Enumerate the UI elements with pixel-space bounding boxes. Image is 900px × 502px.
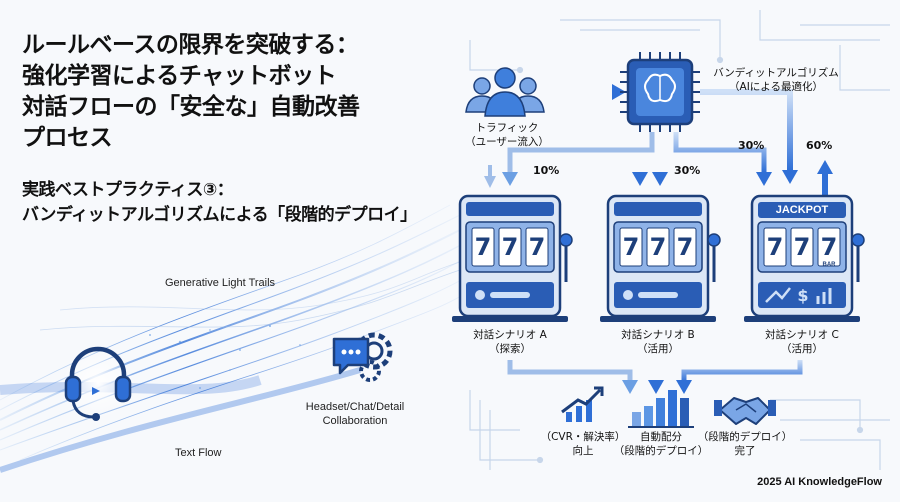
- outcome-left-line-2: 向上: [572, 445, 594, 457]
- outcome-left-line-1: （CVR・解決率）: [540, 431, 626, 443]
- scenario-b-reels: 7 7 7: [620, 228, 696, 266]
- headset-icon: [62, 346, 134, 421]
- scenario-b-name: 対話シナリオ B: [621, 329, 695, 341]
- scenario-c-role: （活用）: [781, 343, 823, 355]
- bandit-label-line-1: バンディットアルゴリズム: [713, 67, 839, 79]
- percent-c: 30%: [738, 139, 765, 152]
- outcome-left-label: （CVR・解決率） 向上: [528, 430, 638, 458]
- outcome-right-line-2: 完了: [734, 445, 756, 457]
- dollar-icon: $: [797, 286, 809, 305]
- reel: 7: [649, 233, 667, 261]
- outcome-center-line-1: 自動配分: [640, 431, 682, 443]
- light-trails-label: Generative Light Trails: [165, 277, 276, 289]
- page-subtitle: 実践ベストプラクティス③： バンディットアルゴリズムによる「段階的デプロイ」: [22, 178, 482, 228]
- traffic-label: トラフィック （ユーザー流入）: [462, 121, 552, 149]
- bar-chart-icon: [628, 390, 694, 428]
- scenario-b-role: （活用）: [637, 343, 679, 355]
- chat-gear-icon: [332, 332, 393, 382]
- scenario-c-name: 対話シナリオ C: [765, 329, 839, 341]
- bandit-label: バンディットアルゴリズム （AIによる最適化）: [706, 66, 846, 94]
- traffic-label-line-1: トラフィック: [475, 122, 539, 134]
- bandit-label-line-2: （AIによる最適化）: [729, 81, 823, 93]
- percent-b: 30%: [674, 164, 701, 177]
- outcome-center-label: 自動配分 （段階的デプロイ）: [606, 430, 716, 458]
- collab-label-line-1: Headset/Chat/Detail: [305, 401, 405, 413]
- outcome-right-line-1: （段階的デプロイ）: [697, 431, 793, 443]
- scenario-a-role: （探索）: [489, 343, 531, 355]
- scenario-c-label: 対話シナリオ C （活用）: [742, 328, 862, 356]
- outcome-center-line-2: （段階的デプロイ）: [613, 445, 709, 457]
- growth-chart-icon: [561, 386, 604, 422]
- title-line-3: 対話フローの「安全な」自動改善: [22, 94, 360, 120]
- slot-machine-b: [600, 194, 721, 322]
- handshake-icon: [714, 397, 776, 425]
- circuit-lines: [469, 10, 890, 470]
- ai-chip-icon: [620, 52, 700, 132]
- reel: 7: [766, 233, 784, 261]
- slot-machine-a: [452, 194, 573, 322]
- collab-label: Headset/Chat/Detail Collaboration: [300, 400, 410, 428]
- reel: 7: [501, 233, 519, 261]
- jackpot-banner: JACKPOT: [775, 204, 829, 216]
- bandit-flow-diagram: [452, 52, 865, 428]
- traffic-label-line-2: （ユーザー流入）: [465, 136, 549, 148]
- subtitle-line-1: 実践ベストプラクティス③：: [22, 180, 234, 200]
- title-line-2: 強化学習によるチャットボット: [22, 63, 337, 89]
- scenario-a-reels: 7 7 7: [472, 228, 548, 266]
- outcome-right-label: （段階的デプロイ） 完了: [690, 430, 800, 458]
- users-icon: [465, 67, 545, 117]
- percent-feedback: 60%: [806, 139, 833, 152]
- page-title: ルールベースの限界を突破する： 強化学習によるチャットボット 対話フローの「安全…: [22, 30, 462, 154]
- reel: 7: [528, 233, 546, 261]
- collab-label-line-2: Collaboration: [322, 415, 388, 427]
- bar-label: BAR: [822, 262, 836, 268]
- reel: 7: [793, 233, 811, 261]
- scenario-c-reels: 7 7 7: [764, 228, 840, 266]
- reel: 7: [820, 233, 838, 261]
- scenario-b-label: 対話シナリオ B （活用）: [598, 328, 718, 356]
- title-line-4: プロセス: [22, 125, 113, 151]
- scenario-a-name: 対話シナリオ A: [473, 329, 547, 341]
- reel: 7: [474, 233, 492, 261]
- percent-a: 10%: [533, 164, 560, 177]
- reel: 7: [622, 233, 640, 261]
- slot-machine-c: [744, 194, 865, 322]
- scenario-a-label: 対話シナリオ A （探索）: [450, 328, 570, 356]
- reel: 7: [676, 233, 694, 261]
- title-line-1: ルールベースの限界を突破する：: [22, 32, 359, 58]
- text-flow-label: Text Flow: [175, 447, 222, 459]
- subtitle-line-2: バンディットアルゴリズムによる「段階的デプロイ」: [22, 205, 417, 225]
- footer-credit: 2025 AI KnowledgeFlow: [757, 476, 882, 488]
